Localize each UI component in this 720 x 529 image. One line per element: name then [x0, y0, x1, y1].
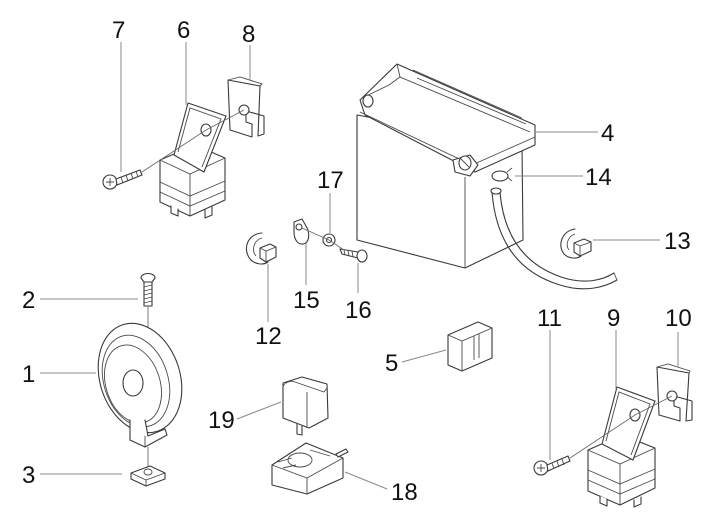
- callout-13: 13: [664, 228, 691, 255]
- self-tapping-screw: [339, 248, 368, 263]
- leader-5: [401, 349, 447, 363]
- horn-nut-plate: [130, 465, 166, 487]
- callout-7: 7: [112, 17, 125, 44]
- callout-6: 6: [177, 17, 190, 44]
- vent-hose: [490, 187, 618, 290]
- battery: [356, 63, 536, 269]
- callout-8: 8: [242, 21, 255, 48]
- callout-labels: 7 6 8 4 14 17 13 2 15 16 12 11 9 10 5 1 …: [22, 17, 692, 506]
- screw-upper: [102, 169, 143, 190]
- relay-upper: [159, 102, 227, 219]
- callout-18: 18: [391, 479, 418, 506]
- callout-5: 5: [385, 350, 398, 377]
- screw-lower: [533, 455, 571, 476]
- callout-14: 14: [585, 164, 612, 191]
- callout-17: 17: [317, 167, 344, 194]
- callout-4: 4: [601, 120, 614, 147]
- callout-12: 12: [255, 323, 282, 350]
- horn-bolt: [140, 272, 156, 307]
- cable-clip-right: [560, 228, 592, 259]
- relay-lower: [587, 386, 656, 508]
- leader-19: [236, 401, 282, 420]
- callout-11: 11: [537, 305, 562, 332]
- callout-15: 15: [293, 287, 320, 314]
- rubber-block: [447, 321, 493, 372]
- callout-2: 2: [22, 287, 35, 314]
- hose-clamp: [491, 167, 513, 182]
- callout-16: 16: [345, 297, 372, 324]
- callout-19: 19: [208, 407, 235, 434]
- callout-9: 9: [607, 305, 620, 332]
- horn: [97, 322, 183, 448]
- relay-socket: [271, 442, 349, 495]
- leader-18: [344, 471, 388, 490]
- clip-nut-upper: [227, 76, 265, 138]
- flasher-relay: [282, 376, 329, 436]
- leader-lines: [40, 42, 679, 490]
- clip-nut-lower: [656, 363, 693, 422]
- callout-3: 3: [22, 462, 35, 489]
- p-clip: [293, 218, 310, 245]
- callout-1: 1: [22, 361, 35, 388]
- cable-clip-left: [245, 232, 277, 265]
- callout-10: 10: [665, 305, 692, 332]
